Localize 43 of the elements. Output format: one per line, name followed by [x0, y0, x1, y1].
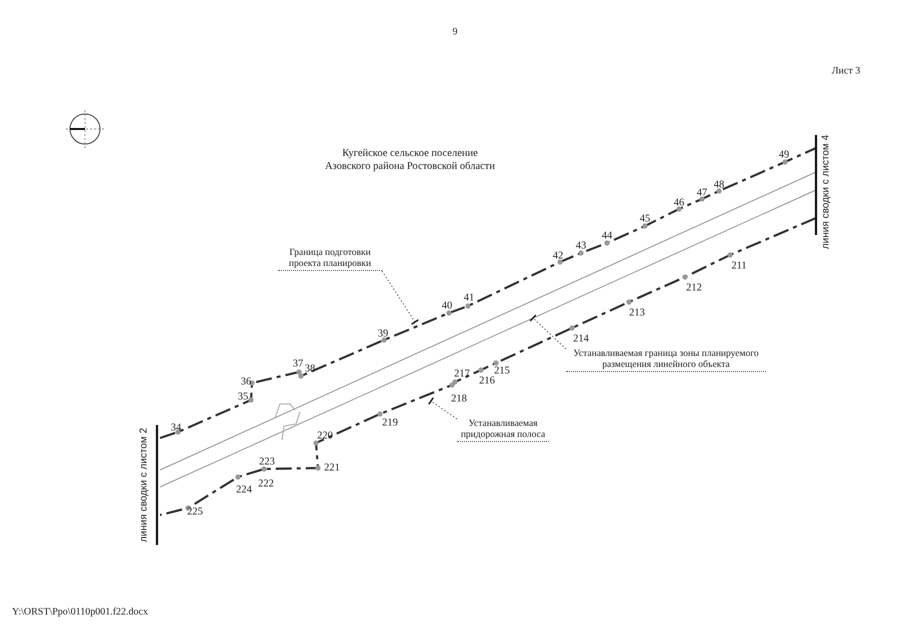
point-number: 213	[629, 308, 645, 318]
callout-text: Устанавливаемая граница зоны планируемого размещения линейного объекта	[566, 349, 766, 372]
point-number: 38	[304, 364, 316, 374]
point-number: 215	[494, 366, 510, 376]
point-number: 214	[573, 334, 589, 344]
point-number: 211	[731, 260, 747, 272]
leader-line	[382, 270, 420, 325]
point-number: 216	[479, 376, 495, 386]
point-number: 221	[324, 462, 340, 474]
point-number: 225	[187, 506, 203, 518]
point-number: 220	[317, 430, 333, 442]
point-number: 47	[696, 188, 708, 198]
point-number: 36	[240, 376, 252, 388]
point-number: 45	[640, 214, 650, 224]
point-number: 224	[236, 484, 252, 496]
point-number: 40	[442, 300, 452, 312]
point-number: 41	[464, 292, 474, 304]
point-number: 34	[170, 422, 182, 434]
point-number: 49	[778, 150, 790, 160]
sheet-number: Лист 3	[832, 66, 860, 76]
point-number: 218	[451, 394, 467, 404]
file-path: Y:\ORST\Ppo\0110p001.f22.docx	[12, 606, 148, 618]
point-number: 39	[378, 328, 388, 340]
point-number: 44	[602, 230, 612, 242]
point-number: 219	[382, 418, 398, 428]
callout-text: Устанавливаемая придорожная полоса	[457, 419, 549, 442]
point-number: 37	[292, 358, 304, 370]
point-number: 42	[552, 250, 564, 262]
point-number: 48	[714, 180, 724, 190]
point-number: 217	[454, 368, 470, 380]
point-number: 35	[238, 392, 248, 402]
point-number: 223	[259, 456, 275, 468]
point-number: 46	[674, 198, 684, 208]
point-number: 222	[258, 478, 274, 490]
point-number: 43	[576, 240, 586, 252]
point-number: 212	[686, 282, 702, 294]
callout-text: Граница подготовки проекта планировки	[278, 248, 382, 271]
leader-line	[529, 314, 566, 350]
junction-label: линия сводки с листом 4	[820, 134, 832, 250]
page-number: 9	[452, 26, 458, 38]
place-name: Кугейское сельское поселение Азовского района Ростовской области	[324, 147, 496, 173]
junction-label: линия сводки с листом 2	[138, 428, 150, 542]
leader-line	[428, 396, 458, 420]
